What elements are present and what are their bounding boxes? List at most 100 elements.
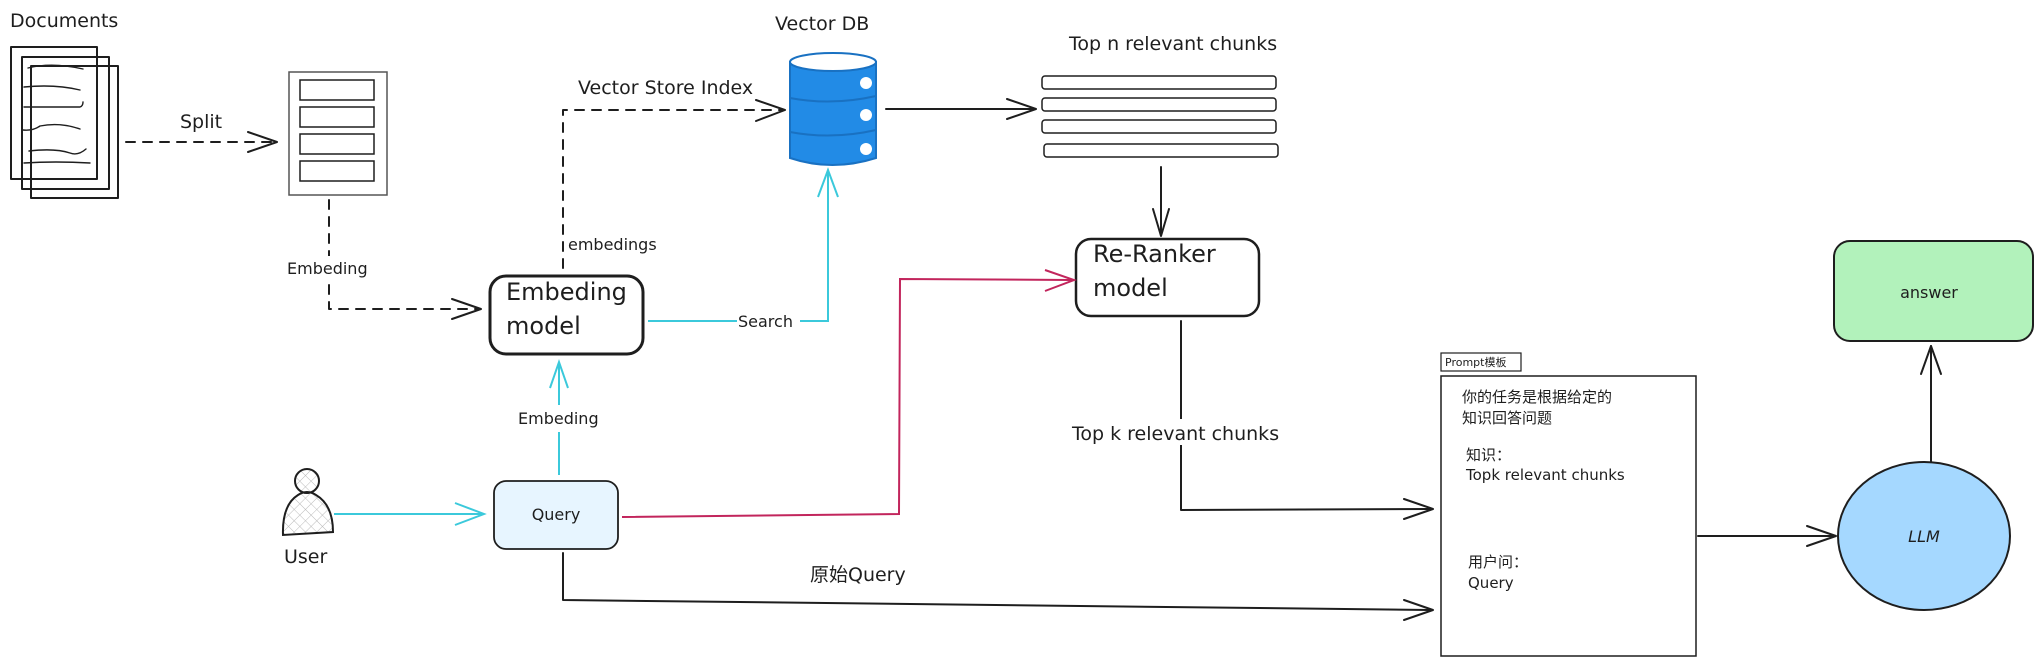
user-head (294, 468, 320, 494)
documents-label: Documents (10, 10, 118, 32)
embedding-model-label-line2: model (506, 312, 581, 340)
reranker-box (1074, 237, 1261, 318)
document-scribble-line (22, 123, 81, 131)
prompt-knowledge-label: 知识： (1466, 446, 1511, 464)
top-n-chunk-bar (1041, 97, 1277, 112)
prompt-box (1440, 375, 1697, 657)
prompt-topk-arrowhead-icon (1403, 498, 1434, 520)
original-query-arrowhead-icon (1403, 599, 1434, 621)
document-scribble-line (23, 85, 81, 91)
reranker-label-line1: Re-Ranker (1093, 240, 1216, 268)
user-node[interactable]: User (281, 468, 335, 568)
db-body (789, 61, 877, 166)
document-scribble-line (28, 148, 87, 155)
query-to-reranker-line (621, 277, 1073, 518)
answer-arrowhead-icon (1920, 345, 1942, 375)
query-to-embedding-edge: Embeding (518, 358, 599, 475)
document-page-middle (21, 56, 110, 190)
document-scribble-line (23, 161, 91, 164)
vector-db-node[interactable]: Vector DB (775, 13, 877, 166)
answer-label: answer (1900, 283, 1958, 302)
reranker-to-prompt-edge: Top k relevant chunks (1068, 320, 1434, 520)
reranker-label-line2: model (1093, 274, 1168, 302)
llm-ellipse (1837, 461, 2011, 611)
split-chunk-bar (299, 79, 375, 101)
chunks-to-embedding-line (328, 199, 479, 310)
embedding-model-box (488, 274, 645, 356)
llm-label: LLM (1908, 527, 1940, 546)
db-band (789, 129, 877, 137)
top-n-label: Top n relevant chunks (1068, 33, 1277, 55)
document-stack-icon (10, 46, 119, 199)
original-query-label: 原始Query (810, 564, 906, 586)
database-icon (789, 52, 877, 166)
top-k-label: Top k relevant chunks (1071, 423, 1279, 445)
prompt-intro-line2: 知识回答问题 (1462, 409, 1552, 427)
search-line (648, 170, 829, 322)
top-n-chunks-node[interactable]: Top n relevant chunks (1041, 33, 1279, 158)
split-arrowhead-icon (247, 131, 278, 153)
prompt-intro-line1: 你的任务是根据给定的 (1462, 388, 1612, 406)
answer-box (1833, 240, 2034, 342)
db-band (789, 95, 877, 103)
db-led (860, 143, 872, 155)
topn-arrowhead-icon (1006, 98, 1037, 120)
llm-arrowhead-icon (1806, 525, 1837, 547)
chunks-to-embedding-arrowhead-icon (451, 298, 482, 320)
vector-store-index-label: Vector Store Index (578, 77, 753, 99)
split-chunk-bar (299, 133, 375, 155)
prompt-tag-box (1440, 352, 1522, 372)
topn-to-reranker-edge (1152, 166, 1170, 237)
user-to-query-edge (334, 502, 487, 526)
original-query-edge: 原始Query (562, 552, 1434, 621)
split-label: Split (180, 111, 222, 133)
user-to-query-arrowhead-icon (454, 502, 487, 526)
llm-node[interactable]: LLM (1837, 461, 2011, 611)
split-edge: Split (125, 111, 278, 153)
embedding-model-node[interactable]: Embeding model (488, 274, 645, 356)
vector-db-label: Vector DB (775, 13, 869, 35)
user-label: User (284, 546, 327, 568)
reranker-node[interactable]: Re-Ranker model (1074, 237, 1261, 318)
embeding-left-label: Embeding (287, 259, 368, 278)
query-box (493, 480, 619, 550)
embedding-model-label-line1: Embeding (506, 278, 627, 306)
topk-label-bg (1068, 419, 1290, 445)
original-query-line (562, 552, 1431, 611)
split-chunks-node[interactable] (288, 71, 388, 196)
vectordb-to-topn-edge (885, 98, 1037, 120)
document-page-back (30, 65, 119, 199)
prompt-question-label: 用户问： (1468, 553, 1528, 571)
prompt-knowledge-value: Topk relevant chunks (1465, 466, 1625, 484)
document-page-front (10, 46, 98, 180)
query-label: Query (532, 505, 581, 524)
documents-node[interactable]: Documents (10, 10, 119, 199)
query-node[interactable]: Query (493, 480, 619, 550)
document-scribble-line (23, 101, 84, 108)
vectordb-arrowhead-icon (755, 99, 786, 122)
db-top (789, 52, 877, 72)
prompt-template-node[interactable]: Prompt模板 你的任务是根据给定的 知识回答问题 知识： Topk rele… (1440, 352, 1697, 657)
search-edge: Search (648, 167, 839, 331)
top-n-chunk-bar (1041, 119, 1277, 134)
document-scribble-line (27, 64, 84, 70)
search-arrowhead-icon (817, 167, 839, 198)
llm-to-answer-edge (1920, 345, 1942, 463)
answer-node[interactable]: answer (1833, 240, 2034, 342)
search-label: Search (738, 312, 793, 331)
db-led (860, 77, 872, 89)
top-n-chunk-bar (1041, 75, 1277, 90)
split-chunk-bar (299, 160, 375, 182)
embeding-label-bg (284, 256, 374, 280)
prompt-question-value: Query (1468, 574, 1514, 592)
prompt-tag-label: Prompt模板 (1445, 355, 1506, 369)
query-to-embedding-arrowhead-icon (549, 358, 569, 389)
user-icon (281, 468, 335, 537)
embedings-to-vectordb-edge: embedings Vector Store Index (562, 77, 786, 269)
prompt-to-llm-edge (1697, 525, 1837, 547)
reranker-to-prompt-line (1180, 320, 1431, 511)
embedings-to-vectordb-line (562, 109, 784, 269)
user-body (281, 491, 335, 537)
db-led (860, 109, 872, 121)
